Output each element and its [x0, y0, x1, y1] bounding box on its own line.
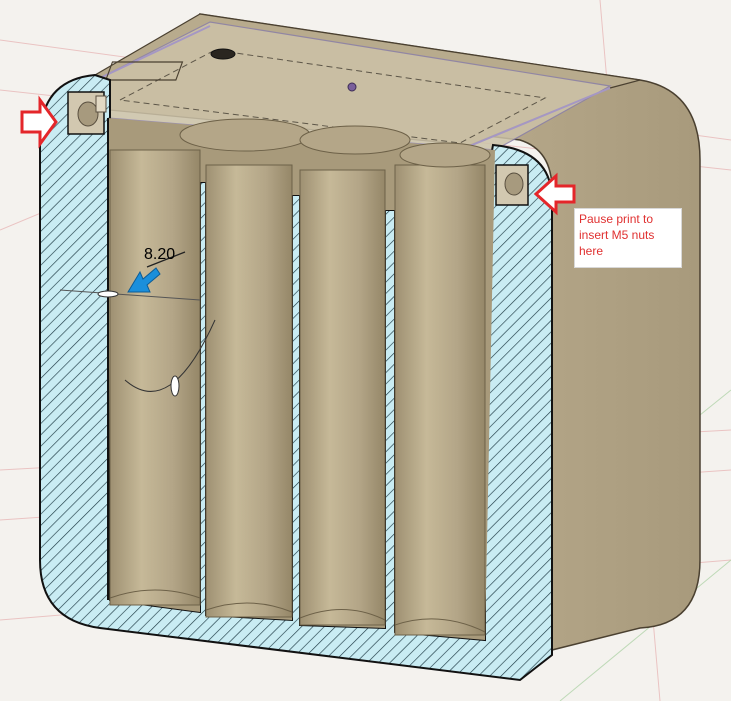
note-line-1: Pause print to	[579, 212, 654, 226]
tube-3-top	[299, 125, 411, 155]
tube-4-top	[399, 142, 491, 168]
note-line-2: insert M5 nuts	[579, 228, 655, 242]
tube-1-top	[179, 118, 311, 152]
lid-screw-hole-icon	[210, 48, 236, 60]
lid-edge-right	[459, 87, 611, 151]
right-arrow-marker-icon	[533, 172, 576, 216]
tube-2	[205, 164, 293, 618]
tube-bottoms	[109, 589, 486, 633]
tube-3	[299, 169, 386, 626]
note-line-3: here	[579, 244, 604, 258]
print-note: Pause print to insert M5 nuts here	[574, 208, 682, 268]
battery-tubes[interactable]	[109, 118, 491, 636]
tube-1	[109, 149, 201, 606]
lid-slot	[105, 61, 184, 81]
left-nut-pocket-icon[interactable]	[67, 91, 107, 135]
tube-4	[394, 164, 486, 636]
dimension-arrow-icon	[127, 267, 161, 293]
model-body-right[interactable]	[199, 13, 701, 651]
dimension-value: 8.20	[144, 246, 176, 263]
left-arrow-marker-icon	[20, 95, 58, 149]
lid-edge-left	[99, 25, 211, 79]
lid-center-point-icon	[347, 82, 357, 92]
right-nut-pocket-icon[interactable]	[495, 164, 529, 206]
dimension-annotation[interactable]	[59, 251, 216, 397]
